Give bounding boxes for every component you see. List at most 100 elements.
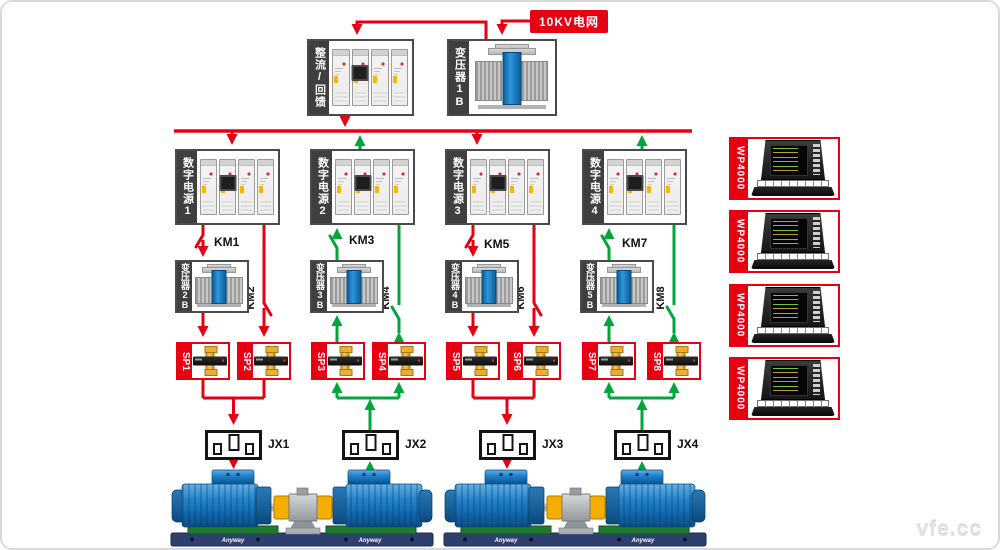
km3-label: KM3 — [349, 233, 375, 247]
supply-box-3: 数字电源3 — [445, 149, 550, 225]
analyzer-screen — [770, 218, 808, 249]
supply-label-1: 数字电源1 — [177, 151, 197, 223]
rectifier-box: 整流/回馈 — [307, 39, 414, 116]
analyzer-device — [748, 139, 838, 198]
junction-box-jx2 — [342, 430, 399, 460]
analyzer-device — [748, 359, 838, 418]
wire-transformer1b-to-rectifier — [351, 20, 488, 39]
sensor-graphic — [462, 344, 498, 378]
junction-box-jx1 — [205, 430, 262, 460]
wiring-red — [174, 19, 692, 469]
rectifier-cabinets — [332, 45, 408, 110]
jx3-label: JX3 — [542, 437, 564, 451]
km5-label: KM5 — [484, 237, 510, 251]
sensor-box-sp6: SP6 — [507, 342, 561, 380]
main-transformer-box: 变压器1B — [447, 39, 557, 116]
sp4-label: SP4 — [374, 344, 388, 378]
supply-label-4: 数字电源4 — [584, 151, 604, 223]
sensor-box-sp4: SP4 — [372, 342, 426, 380]
wire-sp12-junction — [201, 380, 266, 400]
analyzer-screen — [770, 365, 808, 396]
transformer-box-5b: 变压器5B — [580, 260, 654, 313]
transformer-label-4b: 变压器4B — [447, 262, 462, 311]
sensor-box-sp2: SP2 — [237, 342, 291, 380]
wire-km8-blade — [665, 305, 676, 321]
sensor-graphic — [523, 344, 559, 378]
transformer-graphic — [193, 264, 245, 309]
grid-badge: 10KV电网 — [530, 10, 609, 33]
motor-brand: Anyway — [221, 538, 245, 544]
transformer-graphic — [463, 264, 515, 309]
analyzer-buttons — [813, 291, 820, 322]
analyzer-label-4: WP4000 — [731, 359, 748, 418]
wire-km4-blade — [390, 305, 401, 321]
sp7-label: SP7 — [584, 344, 598, 378]
watermark: vfe.cc — [916, 518, 982, 541]
wire-km1-blade — [194, 233, 205, 249]
sp5-label: SP5 — [448, 344, 462, 378]
wire-grid-to-transformer1b — [496, 19, 530, 35]
analyzer-label-2: WP4000 — [731, 212, 748, 271]
analyzer-label-3: WP4000 — [731, 286, 748, 345]
supply-label-2: 数字电源2 — [312, 151, 332, 223]
motor-pair-1: Anyway Anyway — [170, 469, 434, 547]
main-transformer-label: 变压器1B — [449, 41, 469, 114]
sp6-label: SP6 — [509, 344, 523, 378]
sensor-graphic — [598, 344, 634, 378]
transformer-label-2b: 变压器2B — [177, 262, 192, 311]
transformer-graphic — [598, 264, 650, 309]
transformer-box-2b: 变压器2B — [175, 260, 249, 313]
sensor-graphic — [192, 344, 228, 378]
jx4-label: JX4 — [677, 437, 699, 451]
supply-box-1: 数字电源1 — [175, 149, 280, 225]
sensor-graphic — [388, 344, 424, 378]
transformer-box-4b: 变压器4B — [445, 260, 519, 313]
supply-box-2: 数字电源2 — [310, 149, 415, 225]
wire-km7-blade — [600, 234, 611, 250]
transformer-label-5b: 变压器5B — [582, 262, 597, 311]
analyzer-label-1: WP4000 — [731, 139, 748, 198]
motor-brand: Anyway — [494, 538, 518, 544]
transformer-box-3b: 变压器3B — [310, 260, 384, 313]
jx1-label: JX1 — [268, 437, 290, 451]
wire-km2-blade — [262, 301, 273, 317]
sensor-box-sp7: SP7 — [582, 342, 636, 380]
junction-box-jx4 — [614, 430, 671, 460]
wire-km6-blade — [532, 301, 543, 317]
motor-brand: Anyway — [631, 538, 655, 544]
analyzer-box-1: WP4000 — [729, 137, 840, 200]
supply-cabinets-3 — [470, 155, 544, 219]
sensor-box-sp1: SP1 — [176, 342, 230, 380]
supply-cabinets-2 — [335, 155, 409, 219]
analyzer-screen — [770, 145, 808, 176]
sensor-box-sp3: SP3 — [311, 342, 365, 380]
sensor-box-sp5: SP5 — [446, 342, 500, 380]
wire-km5-blade — [464, 233, 475, 249]
analyzer-device — [748, 286, 838, 345]
supply-cabinets-1 — [200, 155, 274, 219]
sensor-graphic — [663, 344, 699, 378]
transformer-graphic — [328, 264, 380, 309]
sensor-graphic — [253, 344, 289, 378]
wire-sp56-junction — [471, 380, 536, 400]
motor-brand: Anyway — [358, 538, 382, 544]
km7-label: KM7 — [622, 236, 648, 250]
sp8-label: SP8 — [649, 344, 663, 378]
sensor-graphic — [327, 344, 363, 378]
sp1-label: SP1 — [178, 344, 192, 378]
rectifier-label: 整流/回馈 — [309, 41, 329, 114]
junction-box-jx3 — [479, 430, 536, 460]
wiring-green — [328, 135, 680, 472]
km1-label: KM1 — [214, 235, 240, 249]
supply-label-3: 数字电源3 — [447, 151, 467, 223]
analyzer-box-2: WP4000 — [729, 210, 840, 273]
analyzer-box-4: WP4000 — [729, 357, 840, 420]
transformer-label-3b: 变压器3B — [312, 262, 327, 311]
sp2-label: SP2 — [239, 344, 253, 378]
jx2-label: JX2 — [405, 437, 427, 451]
analyzer-box-3: WP4000 — [729, 284, 840, 347]
analyzer-buttons — [813, 217, 820, 248]
sp3-label: SP3 — [313, 344, 327, 378]
